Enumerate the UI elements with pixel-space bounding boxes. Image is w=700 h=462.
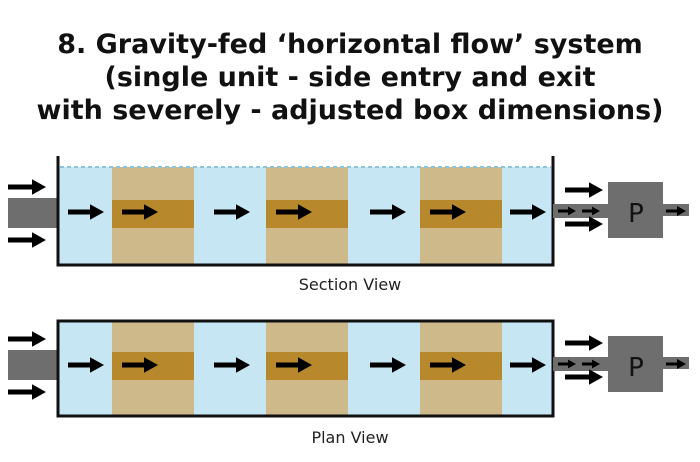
section-inlet-arrow-bottom (8, 232, 46, 248)
section-inlet-arrow-top (8, 179, 46, 195)
section-flow-arrow-3 (214, 204, 250, 220)
title-line-2: (single unit - side entry and exit (104, 62, 596, 93)
section-outlet-arrow-top (565, 182, 603, 198)
plan-flow-arrow-5 (370, 357, 406, 373)
plan-flow-arrow-1 (68, 357, 104, 373)
plan-pipe-arrow-2 (582, 359, 600, 369)
section-pump-label: P (628, 199, 644, 229)
plan-inlet-arrow-bottom (8, 384, 46, 400)
plan-outlet-arrow-bottom (565, 369, 603, 385)
title-line-3: with severely - adjusted box dimensions) (36, 95, 664, 126)
plan-flow-arrow-2 (122, 357, 158, 373)
section-pump (608, 182, 663, 238)
section-flow-arrow-4 (276, 204, 312, 220)
title-line-1: 8. Gravity-fed ‘horizontal flow’ system (57, 29, 643, 60)
section-inlet-pipe (8, 198, 58, 228)
plan-flow-arrow-3 (214, 357, 250, 373)
plan-flow-arrow-7 (510, 357, 546, 373)
section-outlet-arrow-bottom (565, 216, 603, 232)
plan-inlet-pipe (8, 350, 58, 380)
plan-view: P (8, 319, 689, 418)
section-view-caption: Section View (298, 275, 402, 294)
plan-pump (608, 336, 663, 392)
plan-pump-label: P (628, 353, 644, 383)
section-flow-arrow-6 (430, 204, 466, 220)
section-flow-arrow-1 (68, 204, 104, 220)
section-pipe-arrow-2 (582, 206, 600, 216)
section-outlet-pipe (553, 204, 610, 218)
plan-pipe-arrow-1 (558, 359, 576, 369)
section-flow-arrow-7 (510, 204, 546, 220)
plan-inlet-arrow-top (8, 331, 46, 347)
plan-flow-arrow-6 (430, 357, 466, 373)
section-pump-exit-arrow (666, 206, 686, 216)
section-flow-arrow-2 (122, 204, 158, 220)
plan-view-caption: Plan View (311, 428, 389, 447)
plan-outlet-arrow-top (565, 335, 603, 351)
plan-outlet-pipe (553, 357, 610, 371)
plan-flow-arrow-4 (276, 357, 312, 373)
diagram-title: 8. Gravity-fed ‘horizontal flow’ system … (0, 28, 700, 127)
section-flow-arrow-5 (370, 204, 406, 220)
section-pipe-arrow-1 (558, 206, 576, 216)
plan-pump-exit-arrow (666, 359, 686, 369)
section-view: P (8, 156, 689, 267)
